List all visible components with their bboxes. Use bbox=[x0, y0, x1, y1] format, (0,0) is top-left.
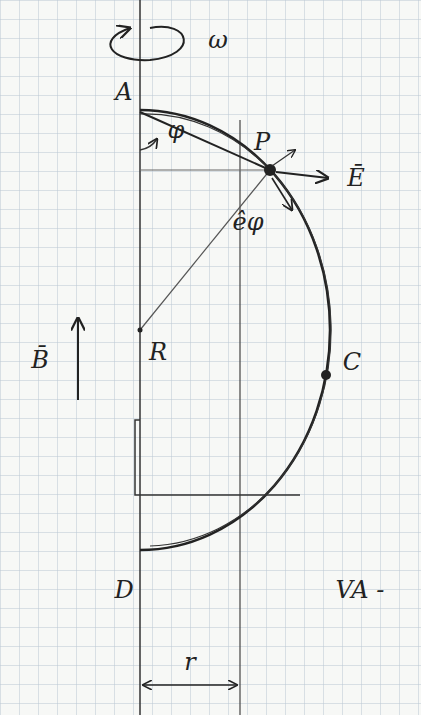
point-p bbox=[264, 164, 276, 176]
lower-frame bbox=[135, 420, 300, 495]
voltage-label: VA - bbox=[336, 577, 385, 603]
point-r bbox=[138, 328, 143, 333]
point-c bbox=[321, 370, 331, 380]
point-label: R bbox=[149, 339, 167, 365]
b-field-arrow bbox=[77, 318, 79, 400]
dimension-label: r bbox=[184, 649, 195, 675]
rotation-axis bbox=[139, 0, 141, 715]
vector-label: B̄ bbox=[31, 347, 49, 373]
angle-label: φ bbox=[168, 117, 185, 143]
unit-vector-arrow bbox=[272, 178, 292, 210]
vector-label: Ē bbox=[347, 165, 365, 191]
semicircle-wire bbox=[140, 110, 330, 550]
r-dimension bbox=[143, 684, 237, 685]
height-line bbox=[140, 170, 270, 171]
tangent-arrow bbox=[272, 150, 295, 166]
radius-line bbox=[140, 170, 270, 330]
point-label: A bbox=[115, 79, 132, 105]
point-label: P bbox=[254, 129, 270, 155]
point-label: D bbox=[114, 577, 133, 603]
e-field-arrow bbox=[276, 172, 328, 178]
semicircle-wire-stroke bbox=[140, 114, 331, 546]
vector-label: êφ bbox=[232, 209, 263, 235]
chord-line bbox=[140, 112, 270, 170]
rotation-arrow bbox=[110, 27, 183, 60]
omega-label: ω bbox=[208, 27, 228, 53]
angle-arc bbox=[140, 139, 157, 150]
point-label: C bbox=[343, 349, 361, 375]
